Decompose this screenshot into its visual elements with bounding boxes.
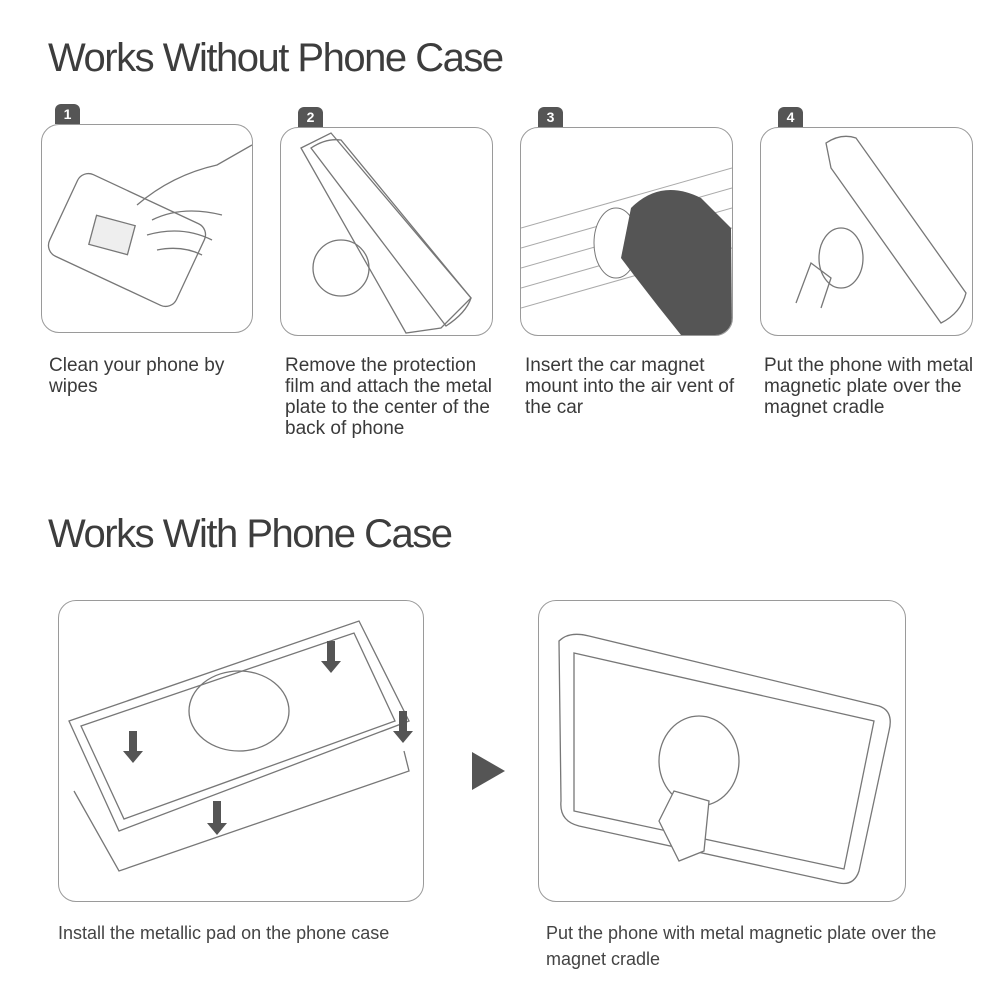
phone-on-mount-icon bbox=[795, 135, 967, 324]
case-install-illustration bbox=[58, 600, 424, 902]
step-1-caption: Clean your phone by wipes bbox=[49, 355, 225, 397]
section-title-with-case: Works With Phone Case bbox=[48, 512, 453, 556]
step-badge-4: 4 bbox=[778, 107, 803, 127]
section-title-without-case: Works Without Phone Case bbox=[48, 36, 504, 80]
case-step-1-caption: Install the metallic pad on the phone ca… bbox=[58, 923, 390, 943]
step-3-illustration bbox=[520, 127, 733, 336]
step-4-illustration bbox=[760, 127, 973, 336]
next-arrow-icon bbox=[472, 752, 505, 790]
step-3-caption: Insert the car magnet mount into the air… bbox=[525, 355, 735, 418]
step-1-illustration bbox=[41, 124, 253, 333]
step-badge-3: 3 bbox=[538, 107, 563, 127]
phone-wipe-icon bbox=[47, 144, 252, 308]
phone-case-pad-icon bbox=[68, 620, 413, 872]
air-vent-hand-icon bbox=[521, 167, 732, 335]
step-badge-2: 2 bbox=[298, 107, 323, 127]
step-badge-1: 1 bbox=[55, 104, 80, 124]
step-2-illustration bbox=[280, 127, 493, 336]
phone-on-cradle-icon bbox=[558, 633, 891, 885]
step-4-caption: Put the phone with metal magnetic plate … bbox=[764, 355, 974, 418]
step-2-caption: Remove the protection film and attach th… bbox=[285, 355, 492, 439]
phone-plate-icon bbox=[300, 132, 472, 334]
case-step-2-caption: Put the phone with metal magnetic plate … bbox=[546, 923, 937, 969]
phone-mounted-illustration bbox=[538, 600, 906, 902]
